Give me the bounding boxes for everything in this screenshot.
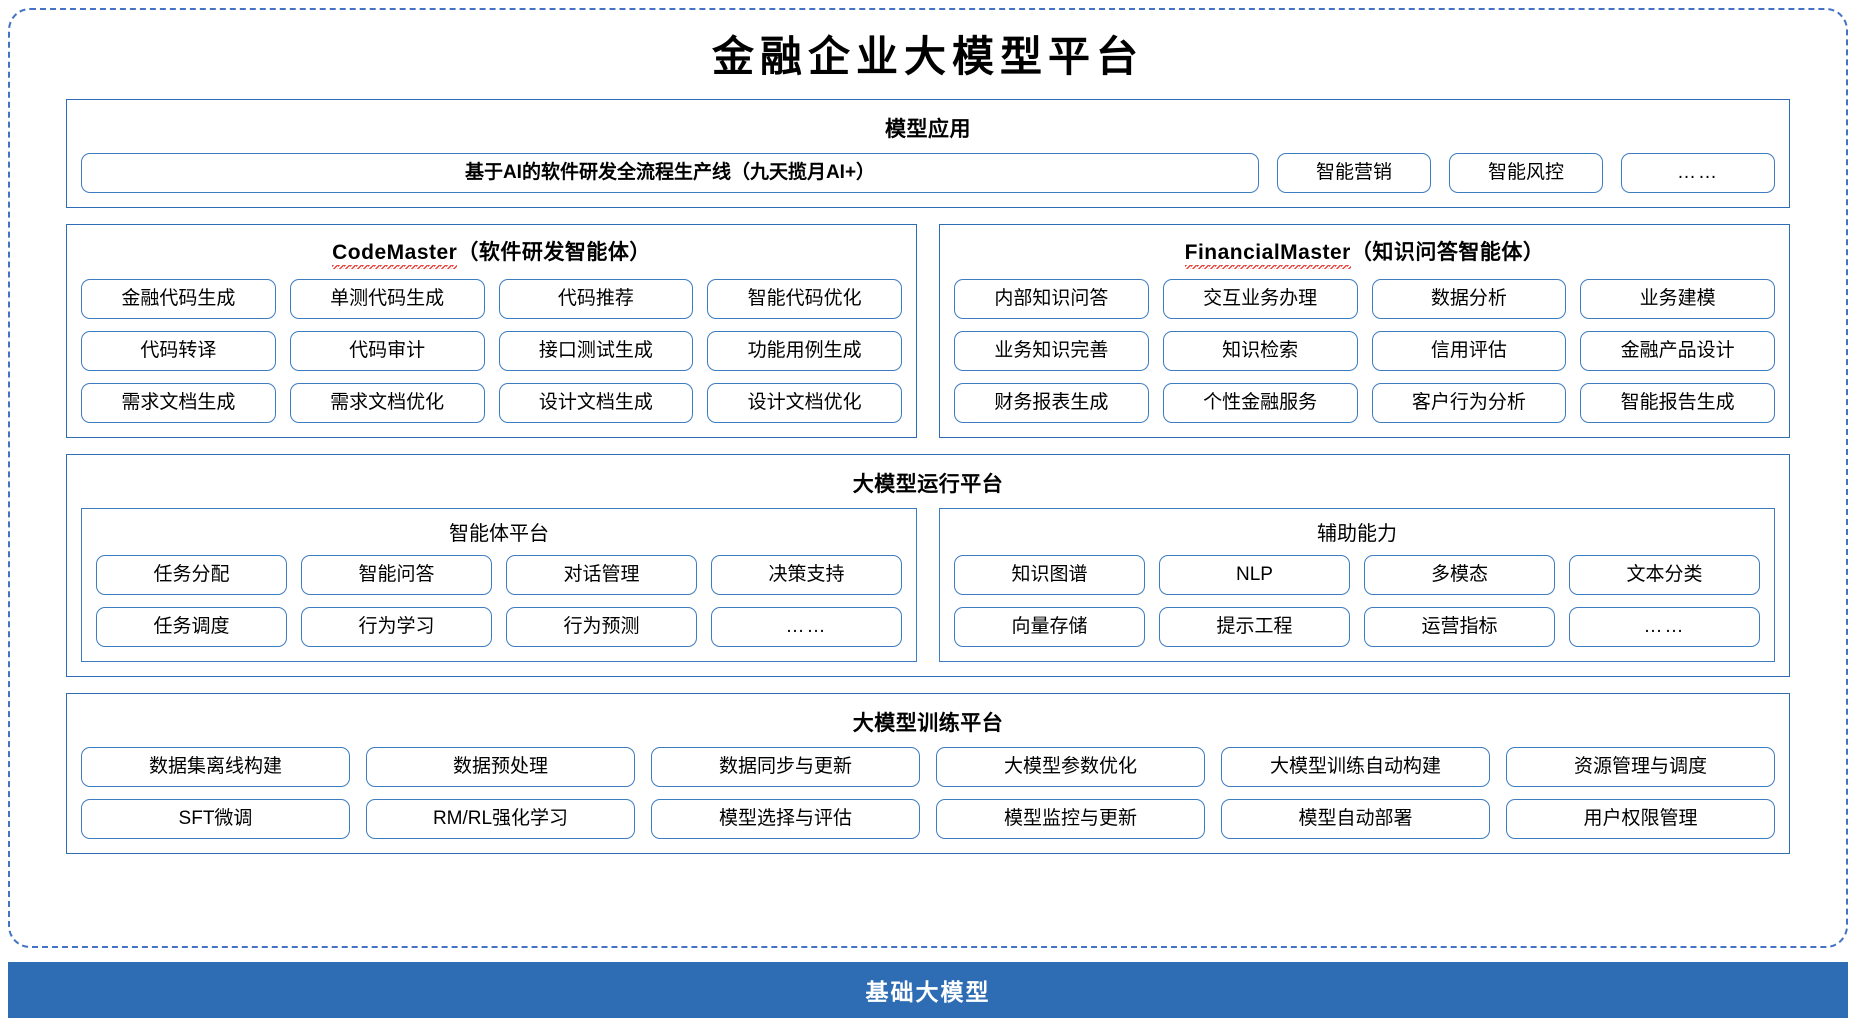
section-title-code-master: CodeMaster（软件研发智能体） <box>81 233 902 279</box>
tp-pill-9[interactable]: 模型监控与更新 <box>936 798 1205 839</box>
ap-pill-2[interactable]: 对话管理 <box>506 554 697 595</box>
runtime-subpanels: 智能体平台 任务分配 智能问答 对话管理 决策支持 任务调度 行为学习 行为预测… <box>81 507 1775 662</box>
tp-pill-6[interactable]: SFT微调 <box>81 798 350 839</box>
cm-pill-0[interactable]: 金融代码生成 <box>81 278 276 319</box>
fm-pill-1[interactable]: 交互业务办理 <box>1162 278 1358 319</box>
page-title: 金融企业大模型平台 <box>711 35 1144 81</box>
aux-pill-more[interactable]: …… <box>1569 606 1760 647</box>
section-title-training-platform: 大模型训练平台 <box>852 711 1004 735</box>
app-pill-marketing[interactable]: 智能营销 <box>1277 152 1431 193</box>
fm-pill-11[interactable]: 智能报告生成 <box>1580 382 1775 423</box>
aux-pill-0[interactable]: 知识图谱 <box>954 554 1145 595</box>
training-platform-grid: 数据集离线构建 数据预处理 数据同步与更新 大模型参数优化 大模型训练自动构建 … <box>81 746 1775 839</box>
fm-pill-6[interactable]: 信用评估 <box>1371 330 1567 371</box>
fm-pill-10[interactable]: 客户行为分析 <box>1371 382 1567 423</box>
fm-pill-9[interactable]: 个性金融服务 <box>1162 382 1358 423</box>
cm-pill-7[interactable]: 功能用例生成 <box>707 330 902 371</box>
ap-pill-3[interactable]: 决策支持 <box>711 554 902 595</box>
section-runtime-platform: 大模型运行平台 智能体平台 任务分配 智能问答 对话管理 决策支持 任务调度 行… <box>66 453 1790 677</box>
aux-pill-5[interactable]: 提示工程 <box>1159 606 1350 647</box>
section-code-master: CodeMaster（软件研发智能体） 金融代码生成 单测代码生成 代码推荐 智… <box>66 223 917 438</box>
auxiliary-grid: 知识图谱 NLP 多模态 文本分类 向量存储 提示工程 运营指标 …… <box>954 554 1760 647</box>
cm-pill-10[interactable]: 设计文档生成 <box>498 382 694 423</box>
ap-pill-1[interactable]: 智能问答 <box>301 554 492 595</box>
ap-pill-6[interactable]: 行为预测 <box>506 606 697 647</box>
aux-pill-1[interactable]: NLP <box>1159 554 1350 595</box>
financial-master-name: FinancialMaster <box>1184 240 1351 269</box>
tp-pill-4[interactable]: 大模型训练自动构建 <box>1221 746 1490 787</box>
cm-pill-4[interactable]: 代码转译 <box>81 330 276 371</box>
ap-pill-0[interactable]: 任务分配 <box>96 554 287 595</box>
tp-pill-7[interactable]: RM/RL强化学习 <box>366 798 635 839</box>
subsection-auxiliary-capability: 辅助能力 知识图谱 NLP 多模态 文本分类 向量存储 提示工程 运营指标 …… <box>939 507 1775 662</box>
cm-pill-11[interactable]: 设计文档优化 <box>707 382 902 423</box>
section-title-runtime-platform: 大模型运行平台 <box>852 472 1004 496</box>
financial-master-grid: 内部知识问答 交互业务办理 数据分析 业务建模 业务知识完善 知识检索 信用评估… <box>954 278 1775 423</box>
cm-pill-9[interactable]: 需求文档优化 <box>289 382 485 423</box>
tp-pill-5[interactable]: 资源管理与调度 <box>1506 746 1775 787</box>
fm-pill-5[interactable]: 知识检索 <box>1162 330 1358 371</box>
financial-master-subtitle: （知识问答智能体） <box>1350 240 1545 264</box>
cm-pill-5[interactable]: 代码审计 <box>289 330 485 371</box>
fm-pill-7[interactable]: 金融产品设计 <box>1580 330 1775 371</box>
base-model-bar: 基础大模型 <box>8 962 1848 1018</box>
tp-pill-11[interactable]: 用户权限管理 <box>1506 798 1775 839</box>
ap-pill-more[interactable]: …… <box>711 606 902 647</box>
code-master-subtitle: （软件研发智能体） <box>457 240 651 264</box>
subsection-agent-platform: 智能体平台 任务分配 智能问答 对话管理 决策支持 任务调度 行为学习 行为预测… <box>81 507 917 662</box>
code-master-grid: 金融代码生成 单测代码生成 代码推荐 智能代码优化 代码转译 代码审计 接口测试… <box>81 278 902 423</box>
fm-pill-2[interactable]: 数据分析 <box>1371 278 1567 319</box>
fm-pill-3[interactable]: 业务建模 <box>1580 278 1775 319</box>
aux-pill-2[interactable]: 多模态 <box>1364 554 1555 595</box>
agent-panels-row: CodeMaster（软件研发智能体） 金融代码生成 单测代码生成 代码推荐 智… <box>66 223 1790 438</box>
subsection-title-auxiliary-capability: 辅助能力 <box>1317 522 1397 545</box>
ap-pill-5[interactable]: 行为学习 <box>301 606 492 647</box>
cm-pill-1[interactable]: 单测代码生成 <box>289 278 485 319</box>
tp-pill-2[interactable]: 数据同步与更新 <box>651 746 920 787</box>
aux-pill-3[interactable]: 文本分类 <box>1569 554 1760 595</box>
app-pill-risk-control[interactable]: 智能风控 <box>1449 152 1603 193</box>
section-title-model-application: 模型应用 <box>885 117 971 141</box>
aux-pill-4[interactable]: 向量存储 <box>954 606 1145 647</box>
section-title-financial-master: FinancialMaster（知识问答智能体） <box>954 233 1775 279</box>
agent-platform-grid: 任务分配 智能问答 对话管理 决策支持 任务调度 行为学习 行为预测 …… <box>96 554 902 647</box>
cm-pill-8[interactable]: 需求文档生成 <box>81 382 276 423</box>
tp-pill-0[interactable]: 数据集离线构建 <box>81 746 350 787</box>
aux-pill-6[interactable]: 运营指标 <box>1364 606 1555 647</box>
tp-pill-8[interactable]: 模型选择与评估 <box>651 798 920 839</box>
app-pill-more[interactable]: …… <box>1621 152 1775 193</box>
fm-pill-4[interactable]: 业务知识完善 <box>954 330 1149 371</box>
ap-pill-4[interactable]: 任务调度 <box>96 606 287 647</box>
section-model-application: 模型应用 基于AI的软件研发全流程生产线（九天揽月AI+） 智能营销 智能风控 … <box>66 98 1790 208</box>
tp-pill-10[interactable]: 模型自动部署 <box>1221 798 1490 839</box>
cm-pill-2[interactable]: 代码推荐 <box>498 278 694 319</box>
tp-pill-1[interactable]: 数据预处理 <box>366 746 635 787</box>
cm-pill-6[interactable]: 接口测试生成 <box>498 330 694 371</box>
subsection-title-agent-platform: 智能体平台 <box>449 522 549 545</box>
model-application-row: 基于AI的软件研发全流程生产线（九天揽月AI+） 智能营销 智能风控 …… <box>81 152 1775 193</box>
outer-dashed-frame: 金融企业大模型平台 模型应用 基于AI的软件研发全流程生产线（九天揽月AI+） … <box>8 8 1848 948</box>
fm-pill-8[interactable]: 财务报表生成 <box>954 382 1149 423</box>
section-financial-master: FinancialMaster（知识问答智能体） 内部知识问答 交互业务办理 数… <box>939 223 1790 438</box>
tp-pill-3[interactable]: 大模型参数优化 <box>936 746 1205 787</box>
cm-pill-3[interactable]: 智能代码优化 <box>707 278 902 319</box>
section-training-platform: 大模型训练平台 数据集离线构建 数据预处理 数据同步与更新 大模型参数优化 大模… <box>66 692 1790 854</box>
fm-pill-0[interactable]: 内部知识问答 <box>954 278 1149 319</box>
code-master-name: CodeMaster <box>332 240 458 269</box>
app-pill-primary[interactable]: 基于AI的软件研发全流程生产线（九天揽月AI+） <box>81 152 1259 193</box>
